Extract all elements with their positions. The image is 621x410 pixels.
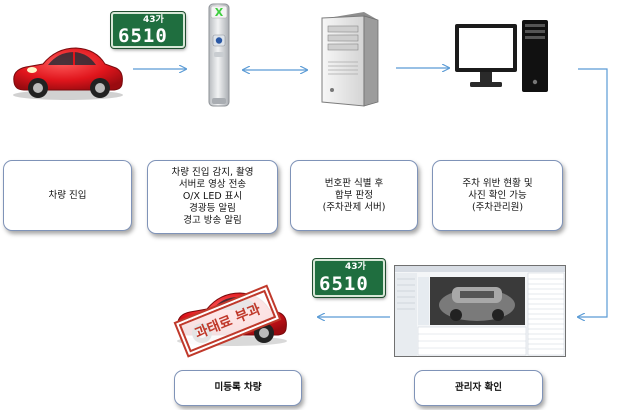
box-line: 미등록 차량 <box>214 382 262 393</box>
plate-prefix: 43가 <box>345 262 366 272</box>
server-tower-icon <box>321 12 379 107</box>
box-line: 번호판 식별 후 <box>324 177 384 189</box>
box-sensor-functions: 차량 진입 감지, 촬영 서버로 영상 전송 O/X LED 표시 경광등 알림… <box>147 160 278 234</box>
box-line: 차량 진입 <box>48 189 87 201</box>
plate-number: 6510 <box>118 25 168 47</box>
box-line: (주차관리원) <box>471 201 524 213</box>
box-unregistered-vehicle: 미등록 차량 <box>174 370 302 406</box>
box-server-judgement: 번호판 식별 후 합부 판정 (주차관제 서버) <box>290 160 418 231</box>
parking-sensor-pole-icon: X <box>208 3 230 107</box>
box-line: 경고 방송 알림 <box>183 215 242 226</box>
box-line: 차량 진입 감지, 촬영 <box>171 167 254 178</box>
box-line: (주차관제 서버) <box>322 201 386 213</box>
arrow-pc-to-admin-screen <box>578 68 608 317</box>
box-line: 관리자 확인 <box>454 382 502 393</box>
box-line: 주차 위반 현황 및 <box>462 177 533 189</box>
box-admin-view: 주차 위반 현황 및 사진 확인 가능 (주차관리원) <box>432 160 563 231</box>
admin-screen-icon <box>394 265 566 357</box>
box-line: 경광등 알림 <box>189 203 236 214</box>
plate-prefix: 43가 <box>143 15 164 25</box>
license-plate-top: 43가 6510 <box>111 12 185 48</box>
sensor-led-symbol: X <box>215 6 224 19</box>
box-line: O/X LED 표시 <box>182 191 243 202</box>
desktop-pc-icon <box>455 20 548 92</box>
box-line: 합부 판정 <box>335 189 373 201</box>
red-car-icon <box>13 47 123 100</box>
box-line: 사진 확인 가능 <box>468 189 527 201</box>
box-vehicle-entry: 차량 진입 <box>3 160 132 231</box>
license-plate-bottom: 43가 6510 <box>313 259 385 297</box>
plate-number: 6510 <box>319 273 369 295</box>
box-admin-confirm: 관리자 확인 <box>414 370 543 406</box>
box-line: 서버로 영상 전송 <box>178 179 247 190</box>
